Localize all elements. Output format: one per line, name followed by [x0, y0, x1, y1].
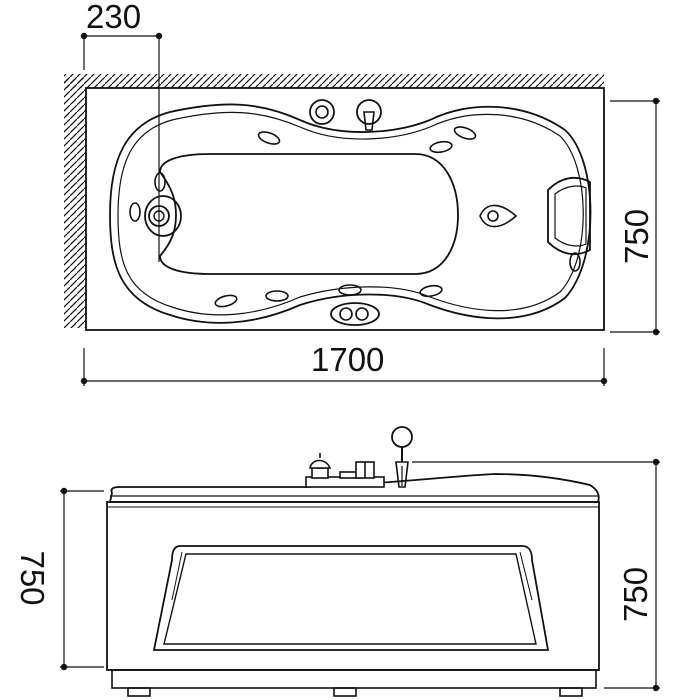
basin-outer-rim: [109, 103, 592, 324]
dimension-length: 1700: [80, 341, 608, 386]
dimension-width: 750: [610, 97, 660, 336]
dimension-label-230: 230: [86, 0, 141, 35]
basin-inner-rim: [117, 111, 584, 316]
headrest-icon: [547, 176, 591, 256]
hand-shower-icon: [391, 426, 413, 488]
tub-base: [111, 669, 597, 689]
control-panel-icon: [330, 302, 380, 326]
faucet-spout-icon: [356, 99, 382, 131]
tub-apron: [106, 501, 600, 671]
front-elevation-view: 750 750: [14, 426, 660, 697]
dimension-front-height: 750: [14, 487, 104, 671]
tub-feet: [127, 687, 583, 697]
basin-bottom: [159, 153, 459, 275]
tub-rim: [108, 473, 600, 503]
apron-window: [152, 545, 550, 651]
tub-deck-outline: [85, 87, 605, 331]
wall-hatching: [64, 74, 606, 330]
dimension-faucet-offset: 230: [80, 0, 163, 70]
dimension-label-750-width: 750: [618, 209, 655, 264]
dimension-label-750-front: 750: [14, 550, 51, 605]
drain-knob-icon: [144, 195, 182, 237]
control-knobs-icon: [305, 453, 385, 488]
dimension-label-1700: 1700: [311, 341, 384, 378]
jet-drop-icon: [479, 204, 518, 228]
massage-jets: [129, 126, 581, 308]
plan-view: 230 1700 750: [64, 0, 660, 386]
dimension-label-750-side: 750: [617, 567, 654, 622]
dimension-side-height: 750: [412, 458, 660, 692]
overflow-knob-icon: [309, 99, 335, 125]
